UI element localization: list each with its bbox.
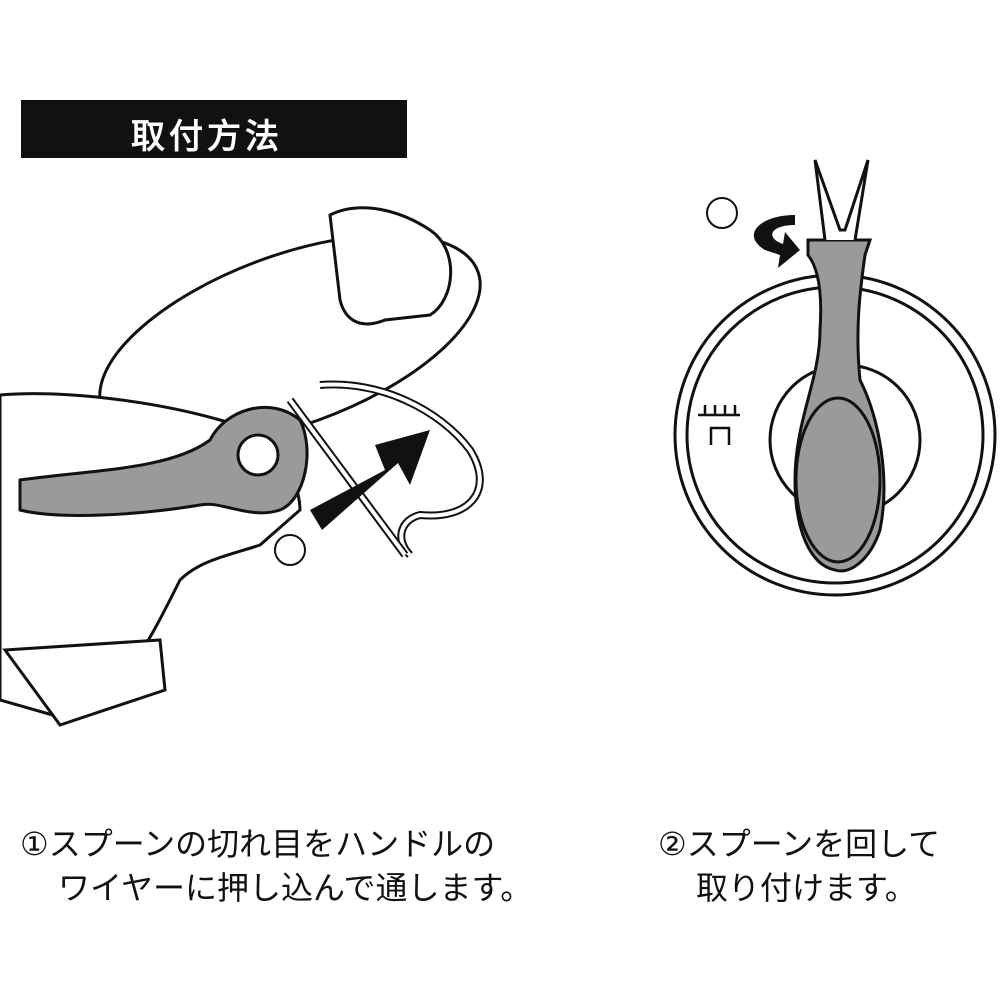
page-title: 取付方法 [131,117,283,157]
step1-marker-circle [274,534,306,566]
arrow-1 [310,430,430,530]
title-bar: 取付方法 [21,100,407,158]
measure-marks [698,405,740,445]
step2-line1: ②スプーンを回して [658,825,941,863]
step2-marker-circle [706,197,738,229]
step1-illustration [0,206,484,727]
spoon-1 [18,405,309,517]
rotate-arrow [753,215,800,268]
cloth [2,638,167,727]
step2-line2: 取り付けます。 [696,869,917,907]
step1-caption: ①スプーンの切れ目をハンドルの ワイヤーに押し込んで通します。 [20,822,532,910]
step1-line1: ①スプーンの切れ目をハンドルの [20,825,496,863]
step2-illustration [673,159,997,597]
upper-hand [328,206,453,326]
spoon-fork [813,159,870,241]
step2-caption: ②スプーンを回して 取り付けます。 [658,822,940,910]
step1-line2: ワイヤーに押し込んで通します。 [58,869,533,907]
